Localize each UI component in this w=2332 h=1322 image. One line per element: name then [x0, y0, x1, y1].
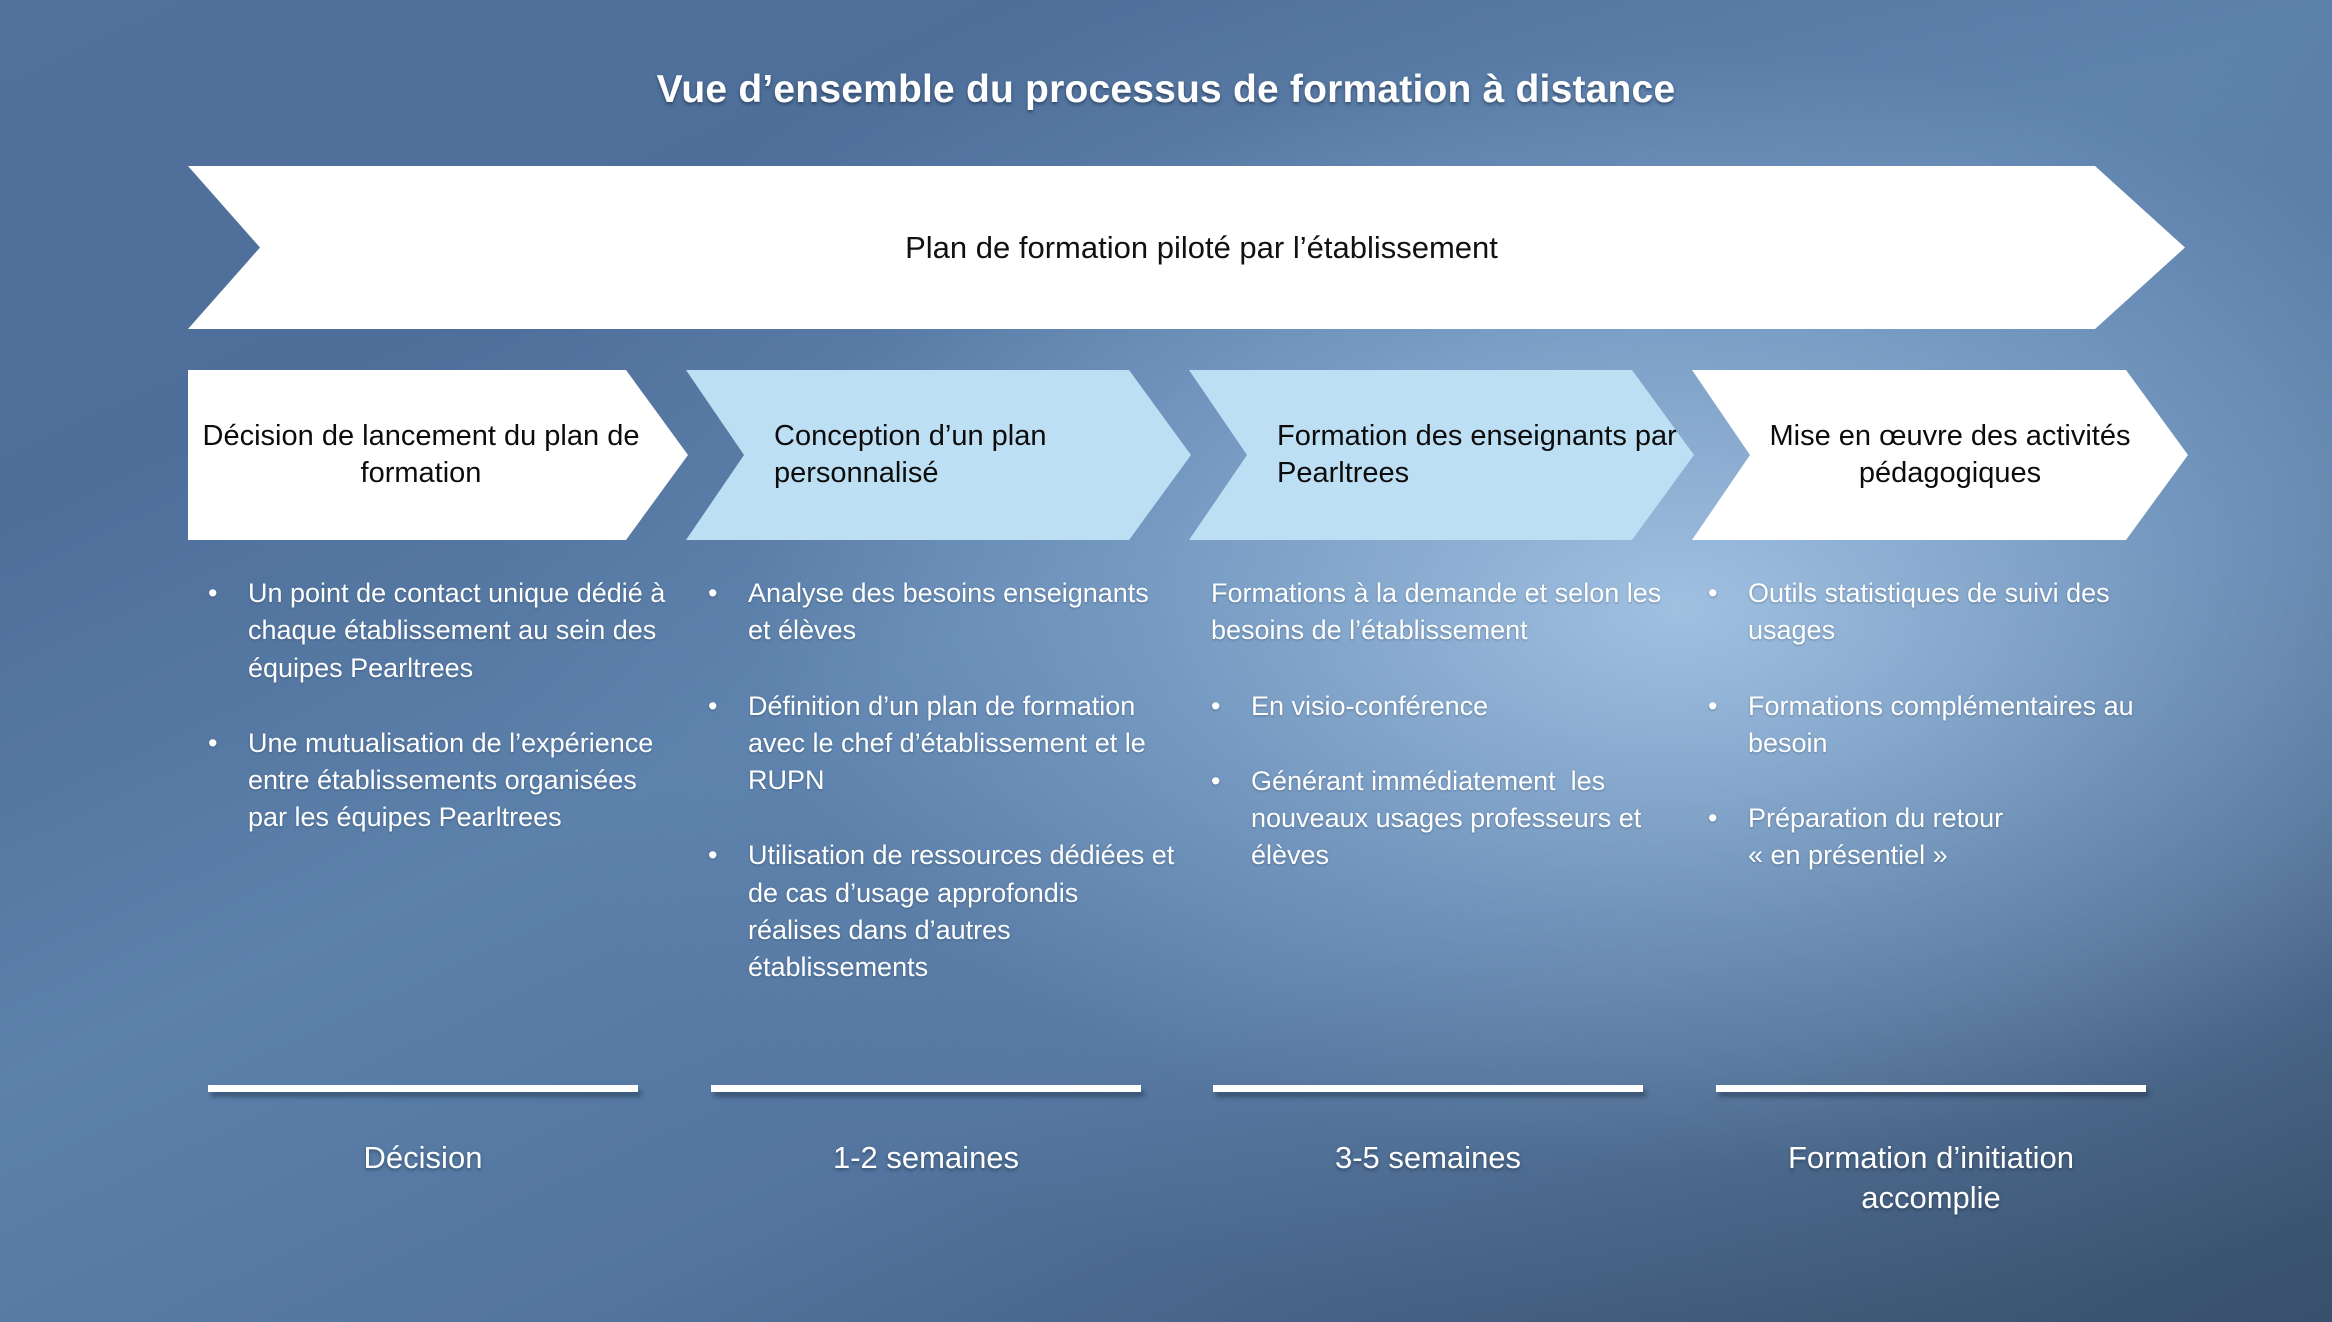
bullet-item-text: Une mutualisation de l’expérience entre … — [248, 727, 661, 833]
bullet-dot-icon: • — [708, 840, 718, 871]
step-chevron-2[interactable]: Conception d’un plan personnalisé — [686, 370, 1191, 540]
timeline-label-4: Formation d’initiation accomplie — [1787, 1140, 2075, 1216]
step-chevron-3-label: Formation des enseignants par Pearltrees — [1277, 419, 1677, 489]
timeline-cell-1: Décision — [208, 1085, 638, 1178]
bullet-item-text: Un point de contact unique dédié à chaqu… — [248, 578, 673, 683]
detail-column-3: Formations à la demande et selon les bes… — [1211, 575, 1681, 913]
timeline-cell-4: Formation d’initiation accomplie — [1716, 1085, 2146, 1219]
bullet-item-text: En visio-conférence — [1251, 690, 1489, 721]
step-chevron-4[interactable]: Mise en œuvre des activités pédagogiques — [1692, 370, 2188, 540]
bullet-dot-icon: • — [708, 690, 718, 721]
bullet-item: • Générant immédiatement les nouveaux usa… — [1211, 763, 1681, 875]
bullet-item-text: Utilisation de ressources dédiées et de … — [748, 840, 1182, 982]
bullet-item-text: Générant immédiatement les nouveaux usag… — [1251, 765, 1657, 871]
bullet-item: • Préparation du retour « en présentiel » — [1708, 800, 2178, 875]
bullet-item: • En visio-conférence — [1211, 688, 1681, 725]
paragraph-item: Formations à la demande et selon les bes… — [1211, 578, 1669, 646]
bullet-item-text: Analyse des besoins enseignants et élève… — [748, 578, 1157, 646]
step-chevron-1-label: Décision de lancement du plan de formati… — [202, 419, 640, 489]
bullet-dot-icon: • — [1708, 578, 1718, 608]
bullet-item: • Analyse des besoins enseignants et élèv… — [708, 575, 1178, 650]
timeline-cell-2: 1-2 semaines — [711, 1085, 1141, 1178]
step-chevron-1[interactable]: Décision de lancement du plan de formati… — [188, 370, 688, 540]
timeline-label-2: 1-2 semaines — [832, 1140, 1020, 1175]
bullet-item-text: Formations complémentaires au besoin — [1748, 690, 2142, 758]
bullet-item-text: Préparation du retour « en présentiel » — [1748, 803, 2004, 871]
page-title: Vue d’ensemble du processus de formation… — [656, 68, 1676, 111]
bullet-dot-icon: • — [708, 578, 718, 608]
step-chevron-4-label: Mise en œuvre des activités pédagogiques — [1769, 419, 2131, 489]
bullet-dot-icon: • — [208, 727, 218, 758]
bullet-item-text: Définition d’un plan de formation avec l… — [748, 690, 1154, 796]
bullet-item: • Un point de contact unique dédié à chaq… — [208, 575, 678, 687]
bullet-item-text: Outils statistiques de suivi des usages — [1748, 578, 2118, 646]
timeline-rule-4 — [1716, 1085, 2146, 1092]
process-banner-chevron: Plan de formation piloté par l’établisse… — [188, 166, 2185, 329]
timeline-cell-3: 3-5 semaines — [1213, 1085, 1643, 1178]
detail-column-1: • Un point de contact unique dédié à chaq… — [208, 575, 678, 875]
bullet-dot-icon: • — [1708, 690, 1718, 721]
bullet-item: •Utilisation de ressources dédiées et de… — [708, 837, 1178, 986]
detail-column-2: • Analyse des besoins enseignants et élèv… — [708, 575, 1178, 1024]
timeline-label-1: Décision — [363, 1140, 483, 1175]
bullet-item: • Formations complémentaires au besoin — [1708, 688, 2178, 763]
detail-columns: • Un point de contact unique dédié à chaq… — [188, 575, 2188, 1095]
bullet-item: • Une mutualisation de l’expérience entre… — [208, 725, 678, 837]
timeline-rule-1 — [208, 1085, 638, 1092]
detail-column-4: • Outils statistiques de suivi des usages… — [1708, 575, 2178, 913]
timeline-rule-2 — [711, 1085, 1141, 1092]
process-banner-label: Plan de formation piloté par l’établisse… — [905, 229, 1498, 265]
timeline-rule-3 — [1213, 1085, 1643, 1092]
timeline-label-3: 3-5 semaines — [1334, 1140, 1522, 1175]
bullet-item: • Outils statistiques de suivi des usages — [1708, 575, 2178, 650]
step-chevron-2-label: Conception d’un plan personnalisé — [774, 419, 1047, 489]
bullet-dot-icon: • — [1211, 765, 1221, 796]
bullet-dot-icon: • — [1708, 803, 1718, 833]
timeline-footers: Décision 1-2 semaines 3-5 semaines Forma… — [188, 1085, 2188, 1285]
process-steps-row: Décision de lancement du plan de formati… — [188, 370, 2188, 540]
step-chevron-3[interactable]: Formation des enseignants par Pearltrees — [1189, 370, 1694, 540]
bullet-dot-icon: • — [1211, 690, 1221, 721]
bullet-dot-icon: • — [208, 578, 218, 608]
bullet-item: • Définition d’un plan de formation avec … — [708, 688, 1178, 800]
